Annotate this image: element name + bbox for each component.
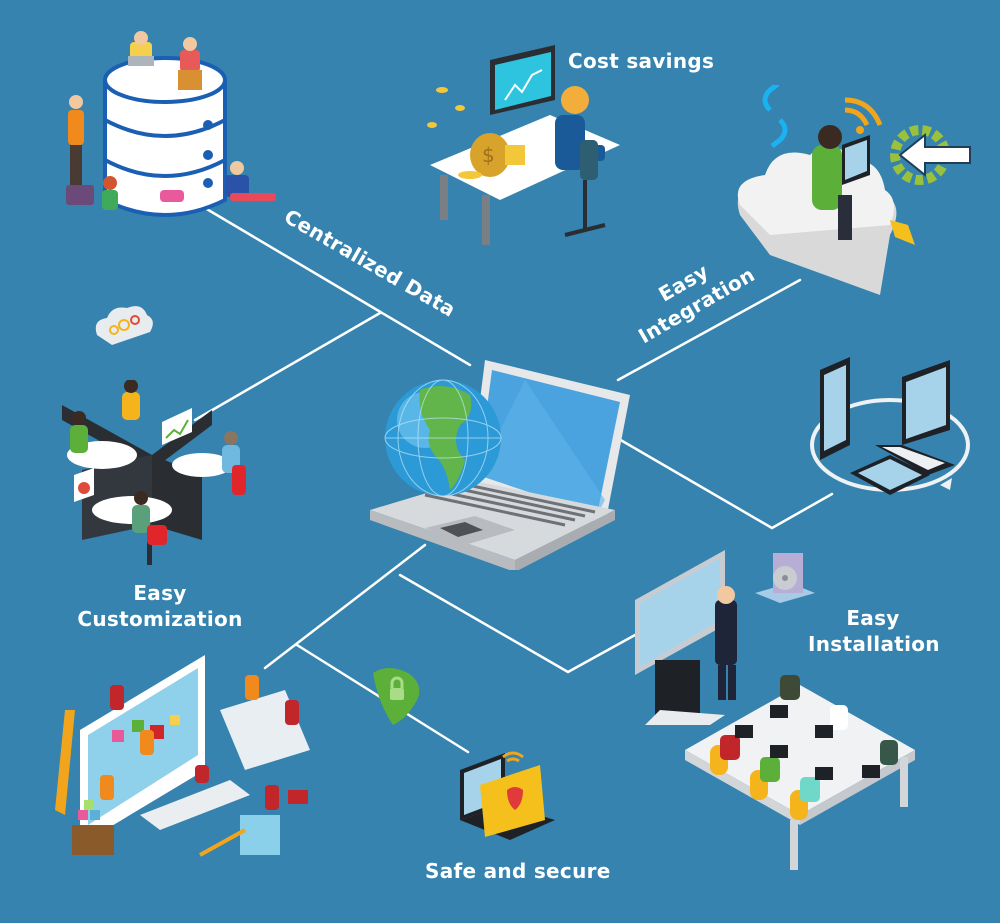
centralized-data-illustration [60,30,290,220]
label-easy-installation: Easy Installation [808,605,940,657]
easy-customization-illustration [52,380,252,565]
devices-cloud-sync-icon [810,357,970,495]
design-team-monitor-icon [55,655,310,857]
easy-installation-line2: Installation [808,632,940,656]
database-with-people-icon [66,31,276,217]
office-desk-money-bag-icon: $ [427,45,620,245]
label-cost-savings: Cost savings [568,48,714,74]
easy-integration-illustration [730,85,1000,305]
cubicle-office-icon [62,380,246,565]
software-box-icon [755,548,815,608]
cost-savings-illustration: $ [420,40,620,250]
cloud-user-gear-icon [737,85,971,295]
secure-folder-laptop-icon [460,751,555,840]
multi-device-illustration [800,355,975,505]
cost-savings-text: Cost savings [568,49,715,73]
safe-and-secure-text: Safe and secure [425,859,611,883]
easy-customization-line1: Easy [133,581,187,605]
training-room-icon [635,550,915,870]
shield-lock-icon [368,663,428,728]
easy-installation-line1: Easy [846,606,900,630]
safe-and-secure-illustration [455,745,565,840]
label-easy-customization: Easy Customization [75,580,245,632]
gear-cloud-icon [92,300,157,345]
easy-customization-line2: Customization [77,607,243,631]
center-laptop-globe [365,350,635,570]
label-safe-and-secure: Safe and secure [425,858,611,884]
laptop-with-globe-icon [370,360,630,570]
svg-text:$: $ [482,143,495,167]
easy-installation-illustration [630,545,930,885]
design-workshop-illustration [50,650,320,875]
